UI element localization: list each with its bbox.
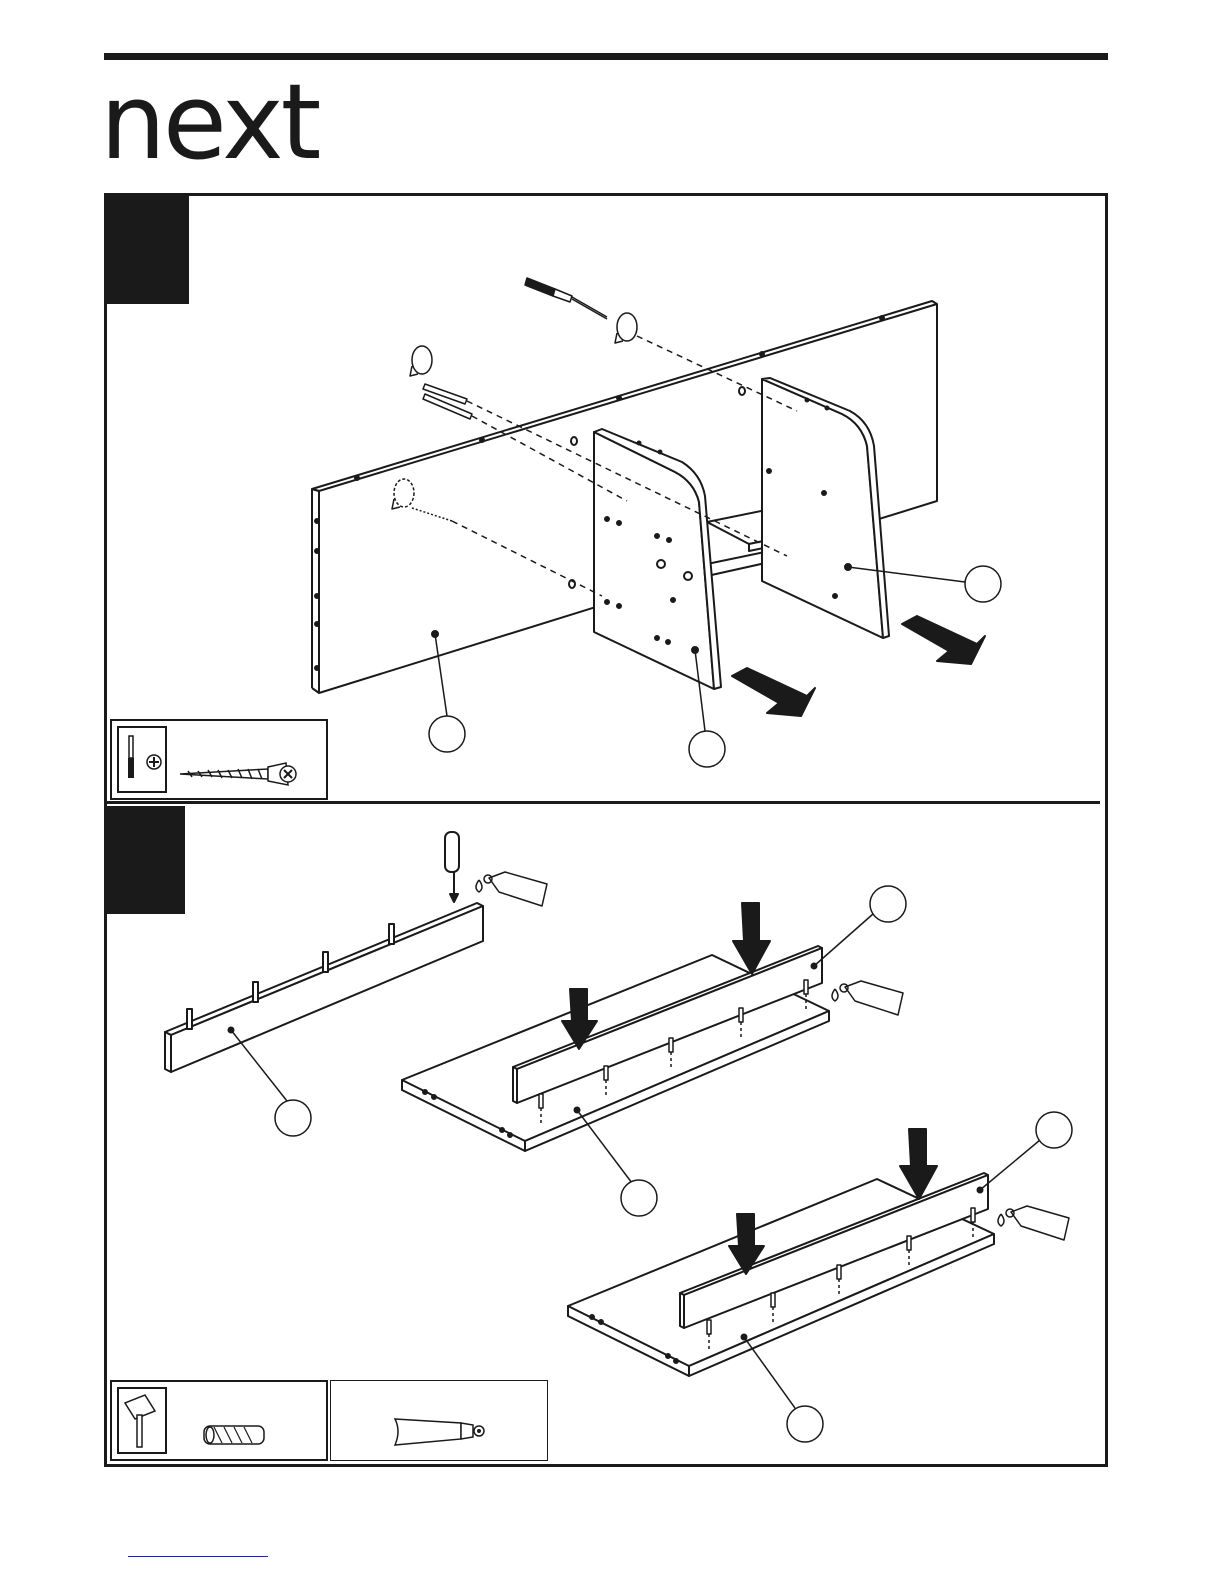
glue-tube-icon bbox=[391, 1411, 491, 1451]
phillips-screwdriver-icon bbox=[119, 728, 165, 791]
step-1-hardware-box bbox=[110, 719, 328, 800]
glue-tube-3 bbox=[998, 1206, 1069, 1240]
wood-screw-icon bbox=[178, 759, 298, 789]
mallet-icon bbox=[119, 1389, 165, 1452]
step-2-hardware-box-glue bbox=[330, 1380, 548, 1461]
glue-tube-1 bbox=[476, 872, 547, 906]
footer-link-underline[interactable] bbox=[128, 1556, 268, 1557]
step-2-hardware-box-dowel bbox=[110, 1380, 328, 1461]
rail-with-dowels bbox=[165, 832, 483, 1072]
push-arrows bbox=[732, 616, 985, 716]
tool-cell bbox=[117, 1387, 167, 1454]
wooden-dowel-icon bbox=[202, 1422, 272, 1448]
bottom-panel-1 bbox=[402, 946, 829, 1151]
header-rule bbox=[104, 53, 1108, 60]
instruction-page-frame bbox=[104, 193, 1108, 1467]
screwdriver bbox=[525, 278, 607, 319]
brand-logo: next bbox=[100, 70, 318, 174]
assembly-diagram bbox=[107, 196, 1105, 1464]
glue-tube-2 bbox=[832, 981, 903, 1015]
tool-cell bbox=[117, 726, 167, 793]
